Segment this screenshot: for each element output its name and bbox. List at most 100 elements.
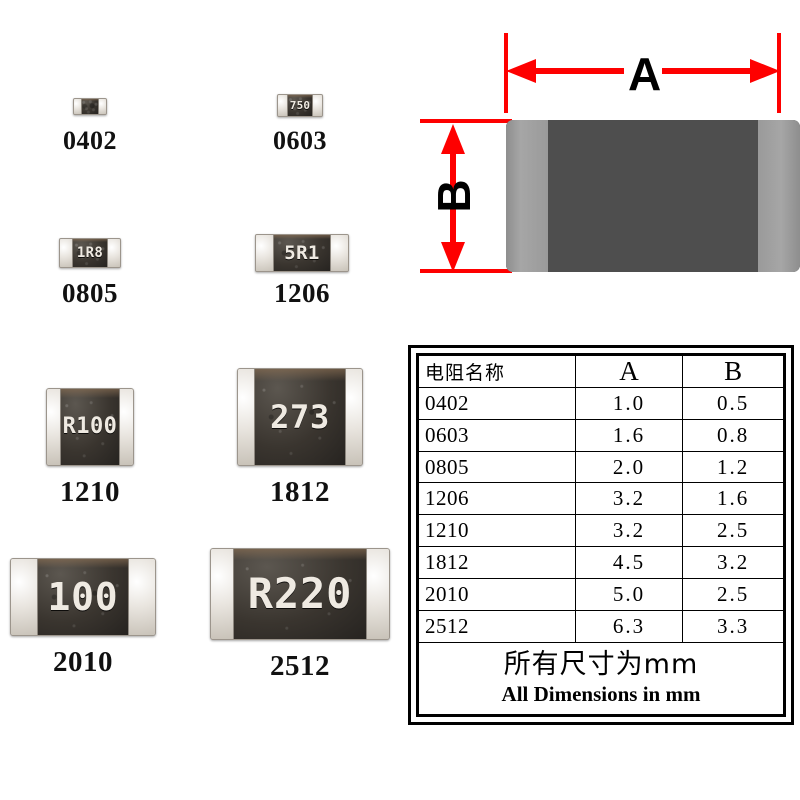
chip-top-edge: [255, 369, 345, 381]
chip-terminal-left: [238, 369, 255, 465]
chip-top-edge: [274, 235, 330, 240]
chip-marking-1812: 273: [270, 398, 330, 436]
chip-terminal-right: [128, 559, 155, 635]
diagram-chip: [506, 120, 800, 272]
package-sample-0402: 0402: [35, 98, 145, 168]
chip-2512: R220: [210, 548, 390, 640]
dimension-arrow-b-down: [441, 206, 465, 272]
package-sample-1206: 5R1 1206: [240, 234, 364, 318]
package-label-2512: 2512: [270, 650, 330, 682]
cell-package-name: 1210: [418, 514, 576, 548]
cell-package-name: 1812: [418, 546, 576, 579]
chip-terminal-left: [211, 549, 234, 639]
chip-terminal-right: [107, 239, 120, 267]
cell-package-name: 0402: [418, 387, 576, 420]
cell-dimension-a: 4.5: [574, 546, 684, 579]
table-row: 1210 3.2 2.5: [418, 514, 784, 548]
package-sample-2010: 100 2010: [8, 558, 158, 678]
chip-0603: 750: [277, 94, 323, 117]
table-footer-cell: 所有尺寸为mm All Dimensions in mm: [418, 641, 784, 715]
cell-dimension-a: 5.0: [574, 577, 684, 611]
table-row: 2010 5.0 2.5: [418, 577, 784, 611]
chip-top-edge: [38, 559, 128, 569]
chip-body: 273: [255, 369, 345, 465]
chip-body: R220: [234, 549, 366, 639]
chip-terminal-right: [98, 99, 106, 114]
cell-dimension-b: 2.5: [682, 577, 784, 611]
package-label-0805: 0805: [62, 278, 118, 308]
package-label-1206: 1206: [274, 278, 330, 308]
package-sample-0603: 750 0603: [245, 94, 355, 168]
package-sample-1210: R100 1210: [20, 388, 160, 508]
table-footer-row: 所有尺寸为mm All Dimensions in mm: [418, 641, 784, 715]
table-row: 1812 4.5 3.2: [418, 546, 784, 579]
extension-line-b-bottom: [420, 269, 512, 273]
package-label-0402: 0402: [63, 126, 117, 155]
cell-dimension-a: 6.3: [574, 609, 684, 643]
chip-terminal-left: [60, 239, 73, 267]
chip-0402: [73, 98, 107, 115]
chip-terminal-right: [312, 95, 322, 116]
chip-marking-1210: R100: [62, 414, 118, 439]
cell-package-name: 2010: [418, 577, 576, 611]
package-sample-2512: R220 2512: [210, 548, 390, 682]
cell-dimension-a: 3.2: [574, 514, 684, 548]
dimension-table-inner-border: 电阻名称 A B 0402 1.0 0.5 0603 1.6 0.8: [416, 353, 786, 717]
chip-terminal-left: [11, 559, 38, 635]
cell-package-name: 2512: [418, 609, 576, 643]
chip-body: 1R8: [73, 239, 107, 267]
chip-top-edge: [61, 389, 119, 399]
chip-top-edge: [234, 549, 366, 560]
cell-package-name: 0603: [418, 418, 576, 452]
chip-top-edge: [73, 239, 107, 243]
cell-dimension-b: 0.5: [682, 387, 784, 420]
chip-top-edge: [82, 99, 98, 101]
cell-dimension-a: 2.0: [574, 450, 684, 484]
package-label-0603: 0603: [273, 126, 327, 155]
table-head: 电阻名称 A B: [418, 355, 784, 388]
cell-dimension-b: 3.3: [682, 609, 784, 643]
chip-terminal-left: [256, 235, 274, 271]
cell-dimension-a: 3.2: [574, 482, 684, 516]
chip-body: 100: [38, 559, 128, 635]
cell-package-name: 0805: [418, 450, 576, 484]
dimension-arrow-a-right: [662, 59, 780, 83]
chip-marking-2512: R220: [247, 569, 353, 618]
cell-dimension-a: 1.0: [574, 387, 684, 420]
chip-marking-0603: 750: [289, 99, 311, 112]
chip-terminal-right: [330, 235, 348, 271]
chip-terminal-right: [345, 369, 362, 465]
extension-line-a-left: [504, 33, 508, 113]
chip-terminal-left: [74, 99, 82, 114]
dimension-table-container: 电阻名称 A B 0402 1.0 0.5 0603 1.6 0.8: [408, 345, 794, 725]
chip-terminal-right: [119, 389, 133, 465]
diagram-terminal-left: [506, 120, 548, 272]
chip-1210: R100: [46, 388, 134, 466]
chip-1206: 5R1: [255, 234, 349, 272]
diagram-terminal-right: [758, 120, 800, 272]
package-sample-0805: 1R8 0805: [28, 238, 152, 318]
table-row: 1206 3.2 1.6: [418, 482, 784, 516]
chip-body: 5R1: [274, 235, 330, 271]
chip-marking-1206: 5R1: [284, 241, 320, 264]
table-row: 0805 2.0 1.2: [418, 450, 784, 484]
footer-note-chinese: 所有尺寸为mm: [503, 649, 699, 681]
package-label-2010: 2010: [53, 646, 113, 678]
chip-body: [82, 99, 98, 114]
cell-dimension-b: 1.6: [682, 482, 784, 516]
chip-marking-2010: 100: [47, 575, 119, 619]
column-header-b: B: [682, 355, 784, 388]
table-row: 0402 1.0 0.5: [418, 387, 784, 420]
footer-note-english: All Dimensions in mm: [501, 682, 701, 707]
dimension-table: 电阻名称 A B 0402 1.0 0.5 0603 1.6 0.8: [418, 355, 784, 715]
chip-terminal-left: [47, 389, 61, 465]
chip-1812: 273: [237, 368, 363, 466]
table-body: 0402 1.0 0.5 0603 1.6 0.8 0805 2.0 1.2: [418, 387, 784, 715]
chip-marking-0805: 1R8: [76, 245, 104, 261]
package-label-1812: 1812: [270, 476, 330, 508]
package-sample-1812: 273 1812: [225, 368, 375, 508]
dimension-arrow-a-left: [506, 59, 624, 83]
column-header-a: A: [574, 355, 684, 388]
dimension-arrow-b-up: [441, 124, 465, 190]
